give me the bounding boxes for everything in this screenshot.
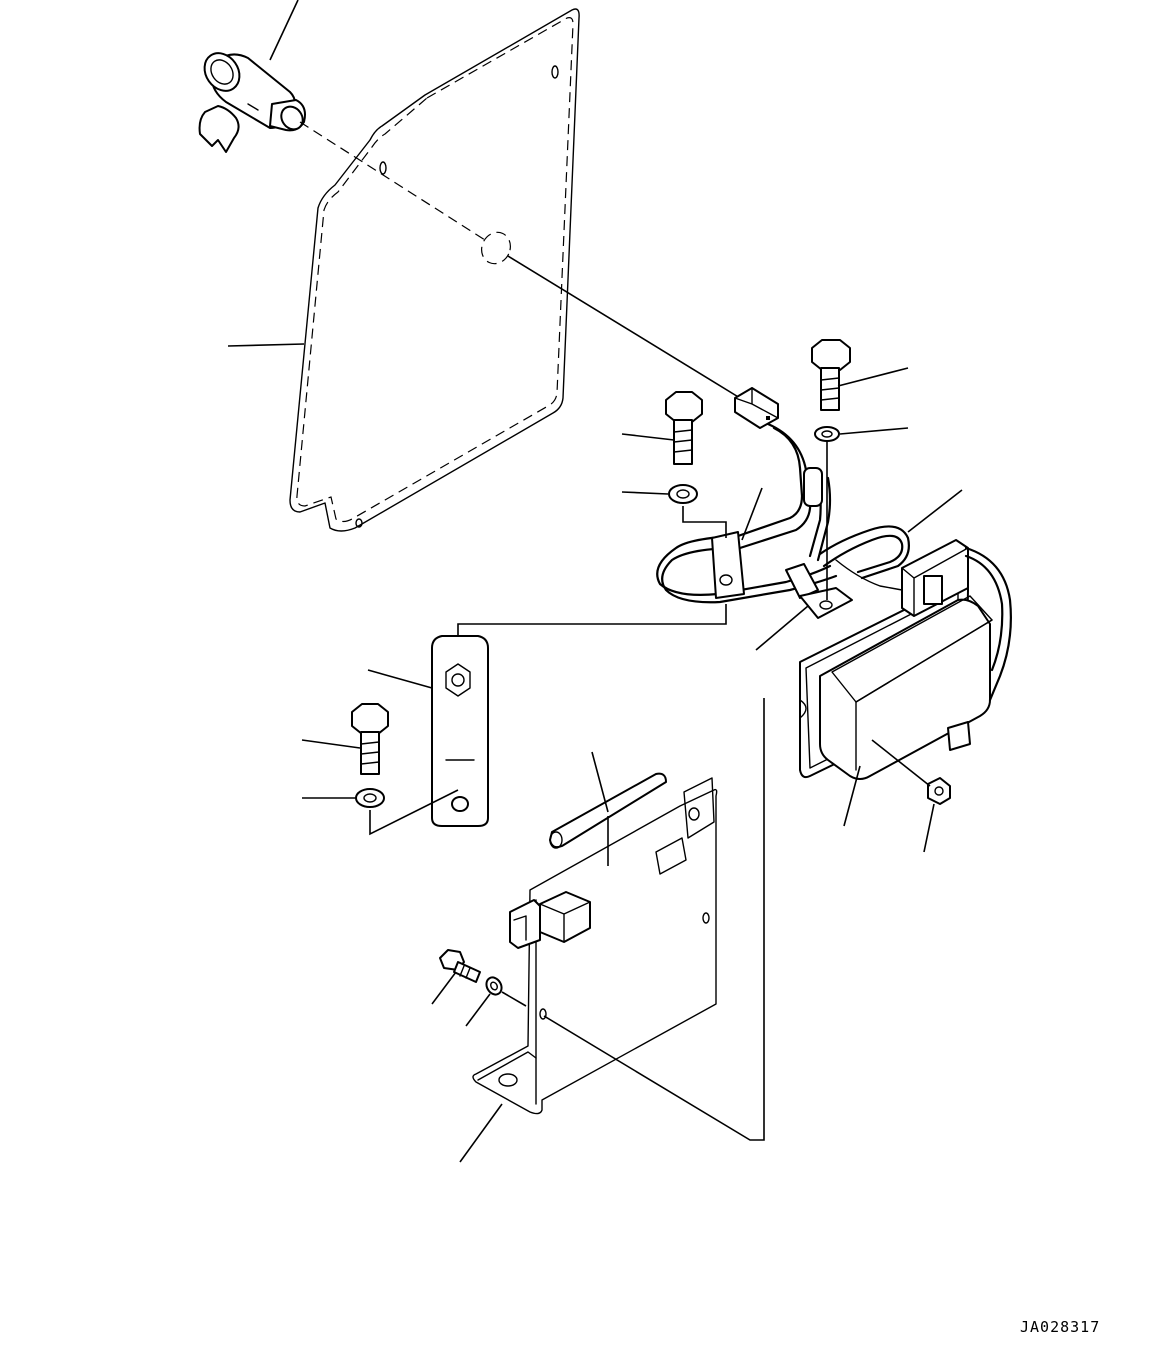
bolt-small	[440, 950, 480, 982]
washer-small	[483, 975, 504, 998]
washer-small-axis	[502, 992, 526, 1006]
bracket	[473, 778, 717, 1114]
strap-link-line	[458, 604, 726, 636]
connector-pin	[766, 416, 770, 420]
wire-harness	[657, 388, 909, 618]
leader-lines	[228, 0, 962, 1162]
bolt-left	[352, 704, 388, 774]
washer-middle-leader	[683, 506, 726, 538]
washer-left-leader	[370, 790, 458, 834]
bolt-right-top	[812, 340, 850, 410]
washer-middle	[669, 485, 697, 503]
washer-right-top	[815, 427, 839, 441]
controller-unit	[800, 540, 1011, 779]
centre-line-2	[508, 256, 740, 398]
washer-left	[356, 789, 384, 807]
cover-panel	[290, 9, 579, 531]
mounting-strap	[432, 636, 488, 826]
drawing-code: JA028317	[1020, 1318, 1101, 1336]
nut-axis-line	[872, 740, 930, 786]
nut	[928, 778, 950, 804]
centre-line-1	[300, 122, 485, 240]
bolt-middle	[666, 392, 702, 464]
socket-part	[197, 46, 307, 152]
bracket-link-line	[544, 698, 764, 1140]
